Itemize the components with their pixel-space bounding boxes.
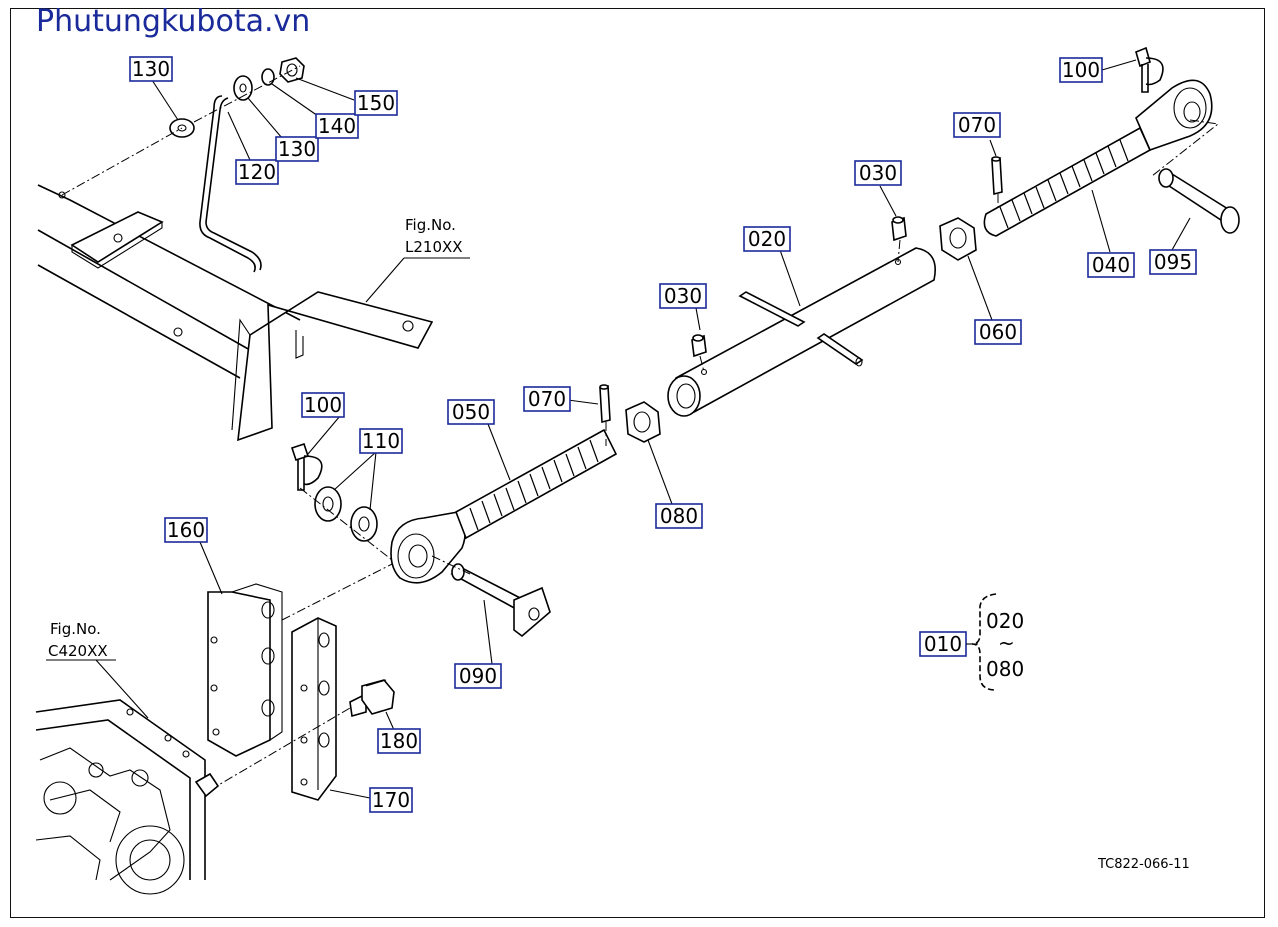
svg-text:140: 140 [318, 114, 356, 138]
site-title: Phutungkubota.vn [36, 4, 311, 39]
callout-150: 150 [354, 90, 398, 116]
svg-text:100: 100 [1062, 58, 1100, 82]
tube-020 [667, 247, 936, 417]
svg-text:Fig.No.: Fig.No. [405, 216, 456, 234]
svg-text:100: 100 [304, 393, 342, 417]
callout-020: 020 [743, 226, 791, 252]
bracket-160 [207, 583, 283, 757]
washer-110-a [314, 486, 342, 522]
svg-text:180: 180 [380, 729, 418, 753]
svg-text:030: 030 [859, 161, 897, 185]
callout-120: 120 [235, 159, 279, 185]
callout-090: 090 [454, 663, 502, 689]
callout-030-right: 030 [854, 160, 902, 186]
lynch-pin-100-left [290, 442, 323, 491]
transmission-housing [35, 699, 220, 895]
callout-130-a: 130 [129, 56, 173, 82]
drawing-code: TC822-066-11 [1097, 857, 1190, 872]
callout-110: 110 [359, 428, 403, 454]
pin-120 [199, 95, 262, 273]
svg-text:150: 150 [357, 91, 395, 115]
spring-washer-140 [261, 68, 275, 86]
washer-130-left [169, 118, 195, 138]
callout-130-b: 130 [275, 136, 319, 162]
bracket-l210 [231, 291, 434, 442]
svg-text:~: ~ [998, 631, 1015, 655]
pin-095 [1158, 168, 1240, 234]
svg-text:070: 070 [528, 387, 566, 411]
callout-100-left: 100 [301, 392, 345, 418]
callout-170: 170 [369, 787, 413, 813]
lynch-pin-100-right [1135, 46, 1164, 93]
assembly-note: 020 ~ 080 [966, 593, 1024, 691]
svg-text:C420XX: C420XX [48, 642, 108, 660]
svg-text:Fig.No.: Fig.No. [50, 620, 101, 638]
svg-text:030: 030 [664, 284, 702, 308]
callout-060: 060 [974, 319, 1022, 345]
rod-end-040 [983, 79, 1213, 237]
svg-text:130: 130 [132, 57, 170, 81]
callout-140: 140 [315, 113, 359, 139]
svg-text:110: 110 [362, 429, 400, 453]
bracket-170 [291, 617, 337, 801]
callout-180: 180 [377, 728, 421, 754]
fig-ref-upper: Fig.No. L210XX [405, 216, 463, 256]
washer-110-b [350, 506, 378, 542]
nut-060 [939, 217, 977, 261]
grease-nipple-030-left [691, 334, 707, 358]
pin-090 [450, 563, 551, 638]
svg-text:080: 080 [660, 504, 698, 528]
svg-text:020: 020 [986, 609, 1024, 633]
callout-030-left: 030 [659, 283, 707, 309]
drawing-frame [10, 8, 1265, 918]
callout-070-left: 070 [523, 386, 571, 412]
callout-160: 160 [164, 517, 208, 543]
svg-text:080: 080 [986, 657, 1024, 681]
svg-text:060: 060 [979, 320, 1017, 344]
spring-pin-070-left [599, 384, 611, 424]
washer-130-right [233, 75, 253, 101]
svg-text:095: 095 [1154, 250, 1192, 274]
svg-text:090: 090 [459, 664, 497, 688]
svg-text:130: 130 [278, 137, 316, 161]
callout-080: 080 [655, 503, 703, 529]
svg-text:170: 170 [372, 788, 410, 812]
nut-080 [625, 401, 661, 443]
leader-lines [46, 59, 1191, 799]
grease-nipple-030-right [891, 216, 907, 242]
callout-040: 040 [1087, 252, 1135, 278]
svg-text:020: 020 [748, 227, 786, 251]
thread-040 [999, 139, 1129, 229]
callout-010: 010 [919, 631, 967, 657]
svg-text:050: 050 [452, 400, 490, 424]
callout-070-right: 070 [953, 112, 1001, 138]
callout-100-right: 100 [1059, 57, 1103, 83]
callout-095: 095 [1149, 249, 1197, 275]
svg-text:070: 070 [958, 113, 996, 137]
thread-050 [469, 439, 599, 531]
svg-text:L210XX: L210XX [405, 238, 463, 256]
svg-text:120: 120 [238, 160, 276, 184]
svg-text:010: 010 [924, 632, 962, 656]
rod-end-050 [390, 428, 618, 584]
mount-plate [70, 211, 164, 269]
fig-ref-lower: Fig.No. C420XX [48, 620, 108, 660]
svg-text:040: 040 [1092, 253, 1130, 277]
spring-pin-070-right [991, 156, 1003, 196]
svg-text:160: 160 [167, 518, 205, 542]
callout-050: 050 [447, 399, 495, 425]
bolt-180 [349, 679, 395, 718]
